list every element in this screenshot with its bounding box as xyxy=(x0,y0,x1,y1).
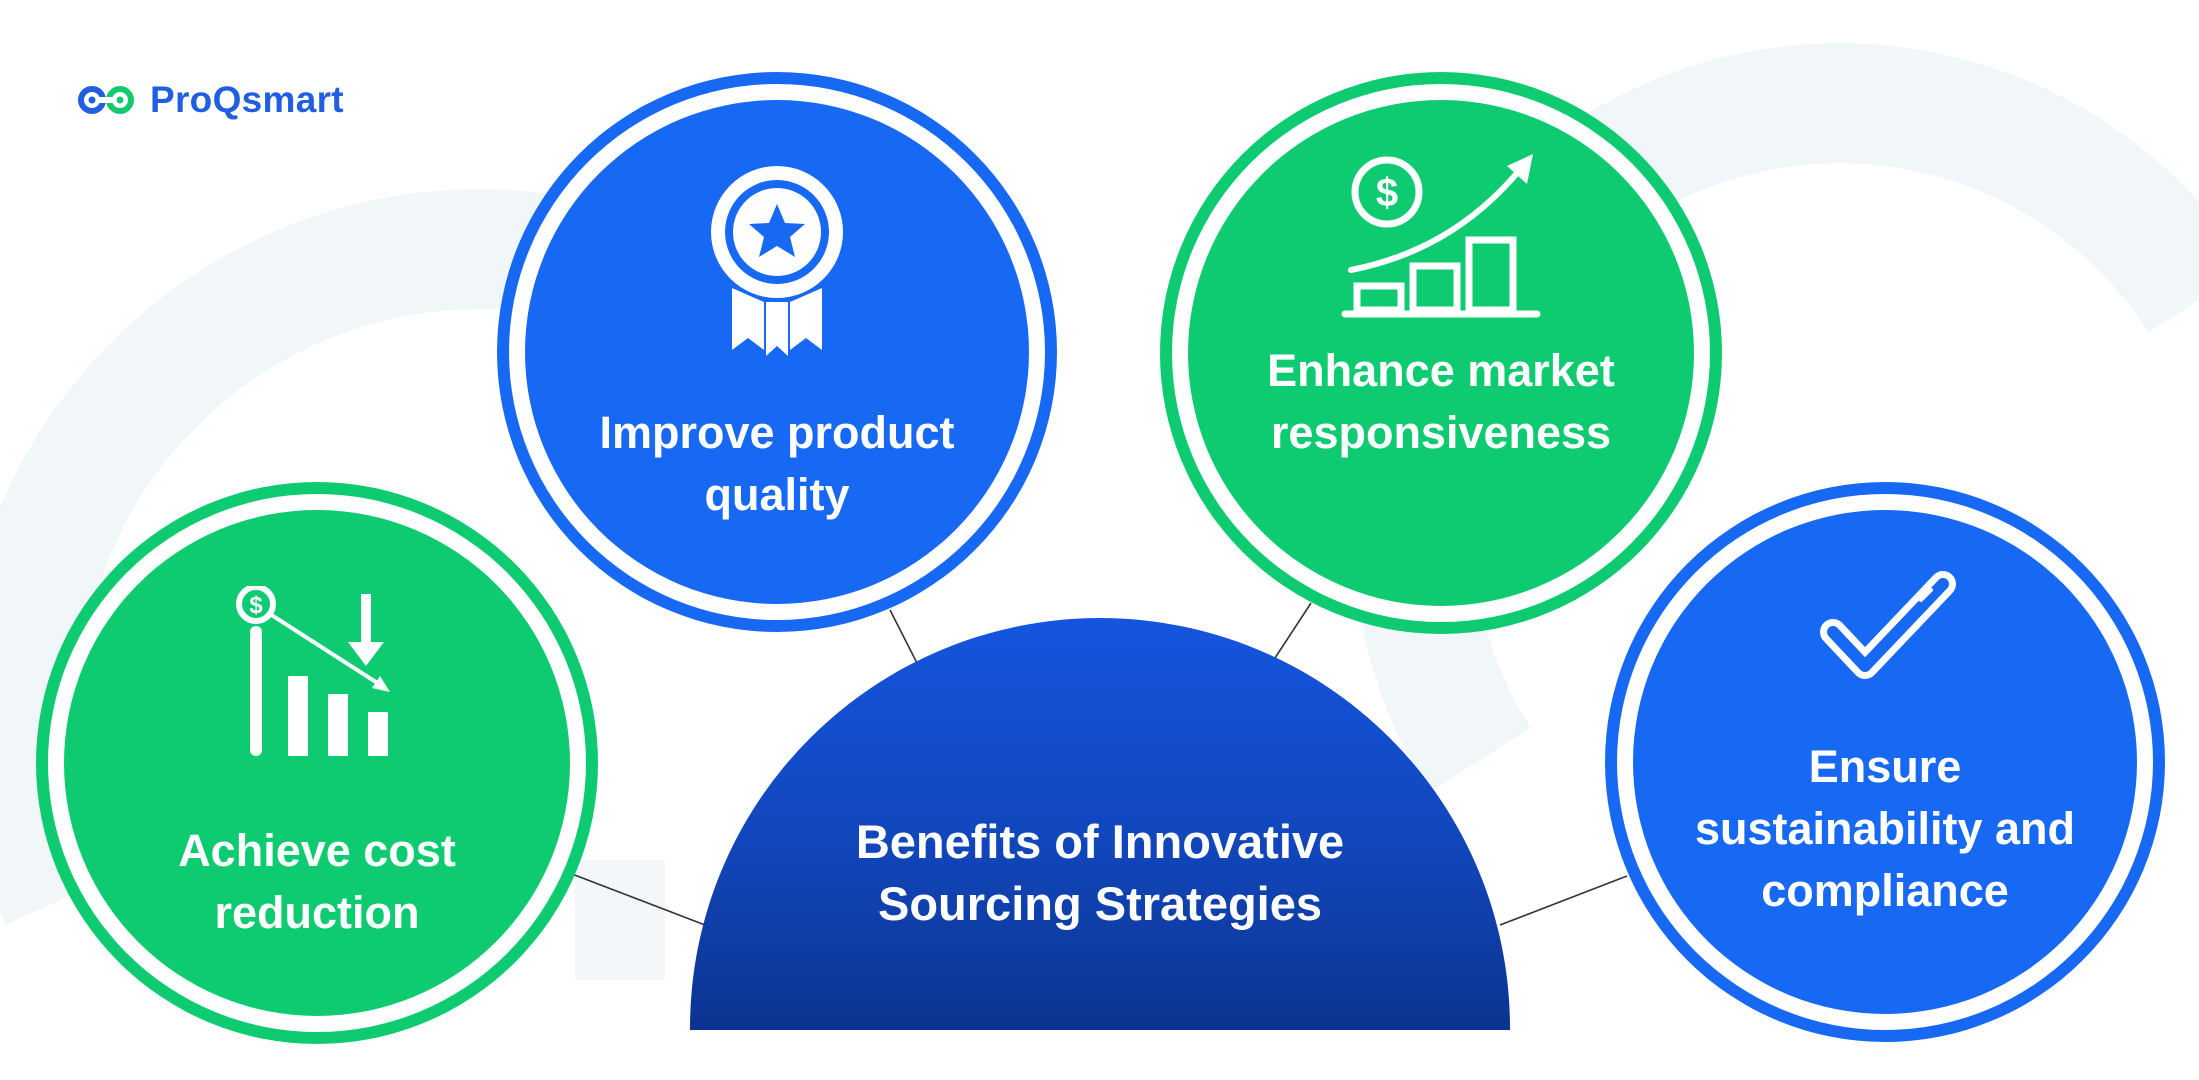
growth-chart-dollar-icon: $ xyxy=(1341,154,1541,318)
proqsmart-logo-icon xyxy=(78,86,134,114)
svg-text:$: $ xyxy=(249,592,263,619)
benefit-market-responsiveness: $ Enhance market responsiveness xyxy=(1160,72,1722,634)
benefit-product-quality: Improve product quality xyxy=(497,72,1057,632)
cost-reduction-chart-icon: $ xyxy=(236,586,390,756)
connector-quality xyxy=(889,609,918,664)
benefit-label-market: Enhance market responsiveness xyxy=(1267,345,1615,458)
benefit-label-cost: Achieve cost reduction xyxy=(178,825,456,938)
connector-cost xyxy=(571,873,706,926)
benefit-label-quality: Improve product quality xyxy=(599,407,955,520)
brand-logo: ProQsmart xyxy=(76,78,344,122)
benefit-sustainability-compliance: Ensure sustainability and compliance xyxy=(1605,482,2165,1042)
brand-name: ProQsmart xyxy=(150,79,344,120)
checkmark-icon xyxy=(1820,571,1956,679)
center-title: Benefits of Innovative Sourcing Strategi… xyxy=(855,815,1345,930)
benefit-cost-reduction: $ Achieve cost reduction xyxy=(36,482,598,1044)
benefit-label-compliance: Ensure sustainability and compliance xyxy=(1694,741,2076,916)
connector-compliance xyxy=(1499,875,1628,926)
connector-market xyxy=(1274,602,1312,659)
award-medal-icon xyxy=(711,166,843,356)
svg-text:$: $ xyxy=(1376,171,1398,215)
